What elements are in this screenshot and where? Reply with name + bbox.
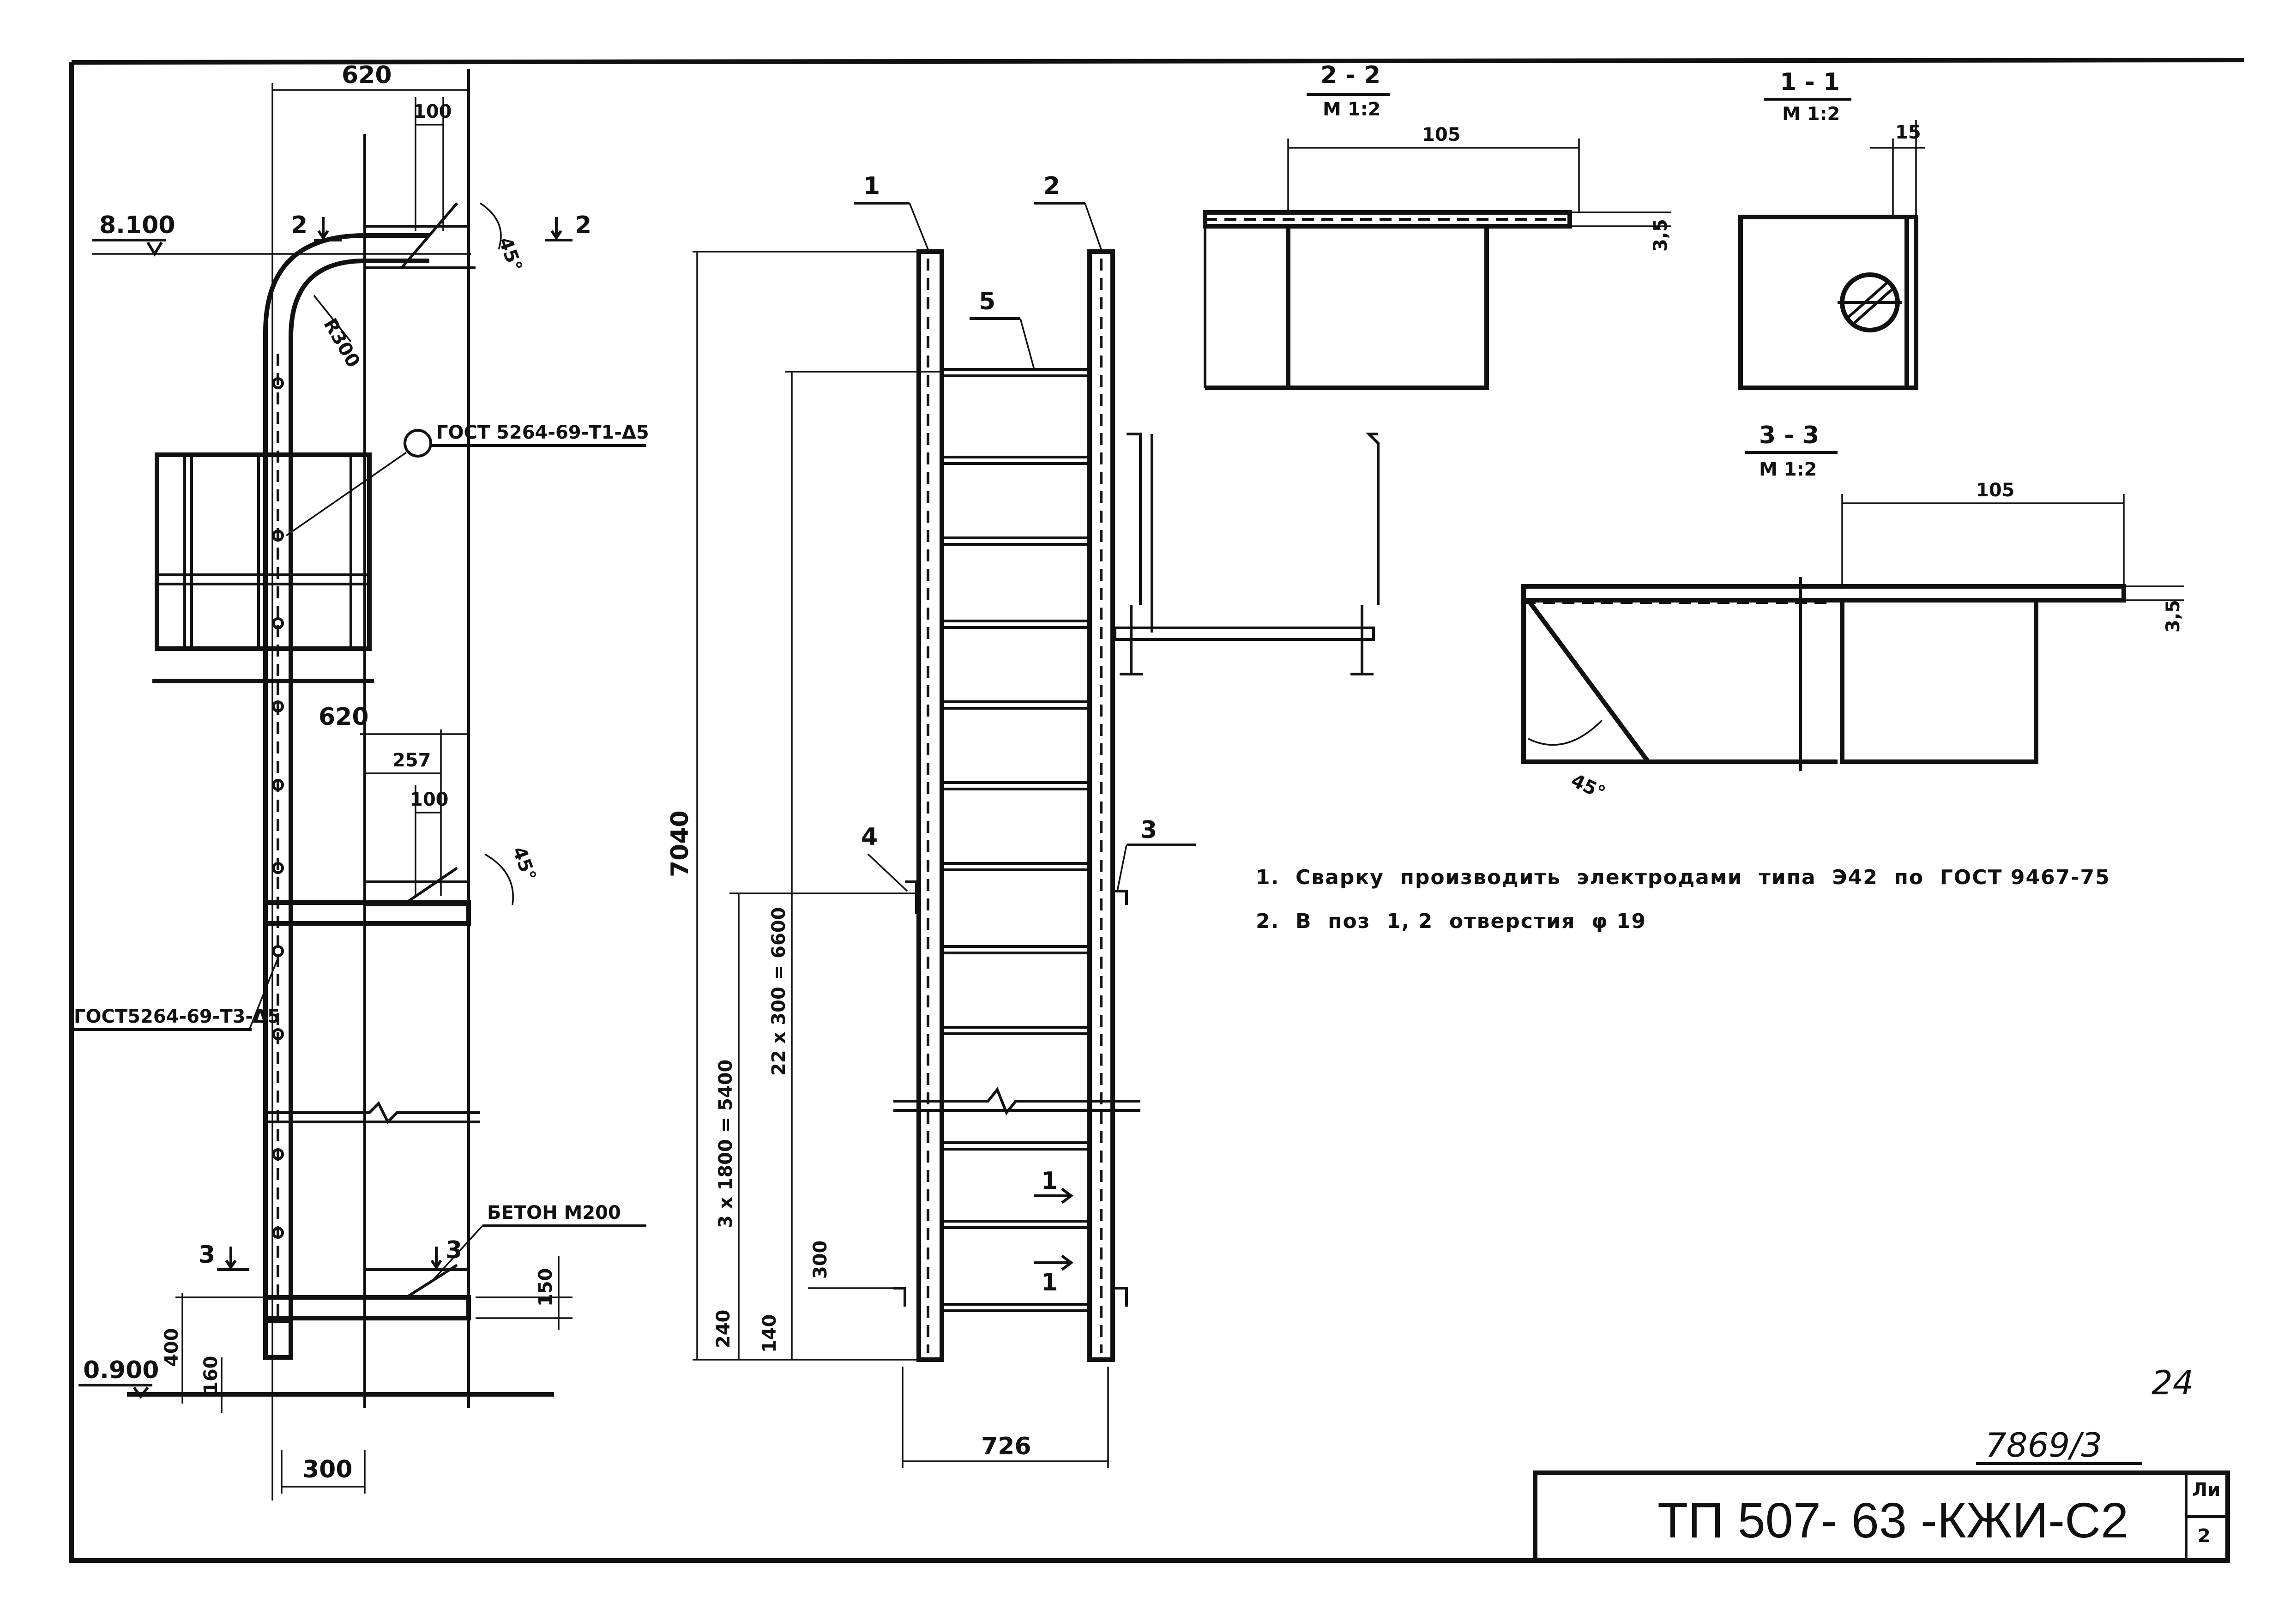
section-3-3-dim-3-5: 3,5 bbox=[2163, 600, 2184, 633]
pos-5-label: 5 bbox=[979, 288, 995, 315]
section-2-2-dim-3-5: 3,5 bbox=[1650, 219, 1671, 252]
top-bracket bbox=[363, 202, 476, 269]
dim-mid-width: 620 bbox=[319, 703, 369, 731]
section-3-3-angle: 45° bbox=[1568, 770, 1609, 804]
dim-rungs: 22 x 300 = 6600 bbox=[768, 907, 789, 1076]
section-3-3-dim-105: 105 bbox=[1976, 480, 2015, 501]
pos-3-label: 3 bbox=[1140, 816, 1157, 844]
elevation-top: 8.100 bbox=[99, 211, 175, 239]
weld-label-top: ГОСТ 5264-69-Т1-Δ5 bbox=[436, 422, 649, 443]
section-1-1-scale: М 1:2 bbox=[1782, 103, 1840, 125]
mid-bracket bbox=[263, 867, 471, 926]
section-mark-3-left: 3 bbox=[199, 1241, 215, 1269]
section-mark-3-right: 3 bbox=[446, 1236, 462, 1264]
section-mark-2-right: 2 bbox=[575, 211, 591, 239]
ladder-stringer-side bbox=[263, 233, 429, 1360]
section-3-3: 3 - 3 М 1:2 105 45° 3,5 bbox=[1521, 422, 2184, 804]
section-mark-1-upper: 1 bbox=[1041, 1167, 1058, 1195]
note-2: 2. В поз 1, 2 отверстия φ 19 bbox=[1256, 910, 1646, 933]
dim-300: 300 bbox=[810, 1241, 831, 1279]
drawing-designation: ТП 507- 63 -КЖИ-С2 bbox=[1657, 1492, 2128, 1548]
elevation-bottom: 0.900 bbox=[83, 1356, 159, 1384]
sheet-number: 24 bbox=[2151, 1363, 2194, 1402]
dim-top-offset: 100 bbox=[413, 101, 452, 122]
dim-150: 150 bbox=[535, 1268, 556, 1307]
dim-300: 300 bbox=[302, 1456, 353, 1483]
dim-top-width: 620 bbox=[342, 61, 392, 89]
angle-top: 45° bbox=[494, 235, 526, 275]
title-cell-top: Ли bbox=[2192, 1479, 2220, 1501]
section-mark-1-lower: 1 bbox=[1041, 1269, 1058, 1296]
section-3-3-title: 3 - 3 bbox=[1759, 422, 1819, 449]
concrete-label: БЕТОН М200 bbox=[487, 1202, 621, 1223]
section-1-1-title: 1 - 1 bbox=[1780, 68, 1840, 96]
dim-mid-257: 257 bbox=[392, 750, 431, 771]
dim-140: 140 bbox=[759, 1314, 780, 1353]
section-mark-2-left: 2 bbox=[291, 211, 307, 239]
rungs bbox=[940, 368, 1091, 1312]
title-cell-bottom: 2 bbox=[2198, 1525, 2211, 1547]
dim-160: 160 bbox=[200, 1356, 222, 1395]
dim-mid-100: 100 bbox=[410, 789, 449, 810]
sheet-frame bbox=[69, 58, 2244, 1563]
weld-label-mid: ГОСТ5264-69-Т3-Δ5 bbox=[74, 1006, 280, 1027]
bottom-bracket bbox=[127, 1264, 554, 1397]
dim-total-height: 7040 bbox=[666, 810, 694, 877]
bend-radius: R300 bbox=[319, 315, 364, 371]
dim-400: 400 bbox=[161, 1328, 182, 1367]
section-2-2-dim-105: 105 bbox=[1422, 124, 1461, 145]
inventory-number: 7869/3 bbox=[1985, 1426, 2102, 1464]
section-1-1-dim-15: 15 bbox=[1895, 122, 1921, 143]
notes: 1. Сварку производить электродами типа Э… bbox=[1256, 866, 2110, 933]
section-2-2-scale: М 1:2 bbox=[1323, 99, 1380, 120]
pos-2-label: 2 bbox=[1043, 172, 1060, 200]
section-3-3-scale: М 1:2 bbox=[1759, 459, 1817, 480]
ladder-front-view: 1 2 5 3 4 7040 22 x 300 = 6600 3 x 1800 … bbox=[666, 172, 1380, 1468]
pos-4-label: 4 bbox=[861, 823, 878, 851]
section-1-1: 1 - 1 М 1:2 15 bbox=[1738, 68, 1925, 390]
dim-240: 240 bbox=[713, 1310, 734, 1349]
section-2-2: 2 - 2 М 1:2 105 3,5 bbox=[1203, 61, 1671, 390]
title-block: 24 7869/3 ТП 507- 63 -КЖИ-С2 Ли 2 bbox=[1657, 1363, 2220, 1548]
platform-bracket bbox=[1114, 433, 1380, 675]
angle-mid: 45° bbox=[508, 844, 540, 884]
note-1: 1. Сварку производить электродами типа Э… bbox=[1256, 866, 2110, 889]
side-view: 620 100 45° 2 2 8.100 R300 ГОСТ 5264-69-… bbox=[72, 61, 649, 1501]
pos-1-label: 1 bbox=[863, 172, 880, 200]
section-2-2-title: 2 - 2 bbox=[1320, 61, 1380, 89]
dim-brackets: 3 x 1800 = 5400 bbox=[715, 1059, 736, 1228]
dim-width: 726 bbox=[981, 1433, 1031, 1460]
